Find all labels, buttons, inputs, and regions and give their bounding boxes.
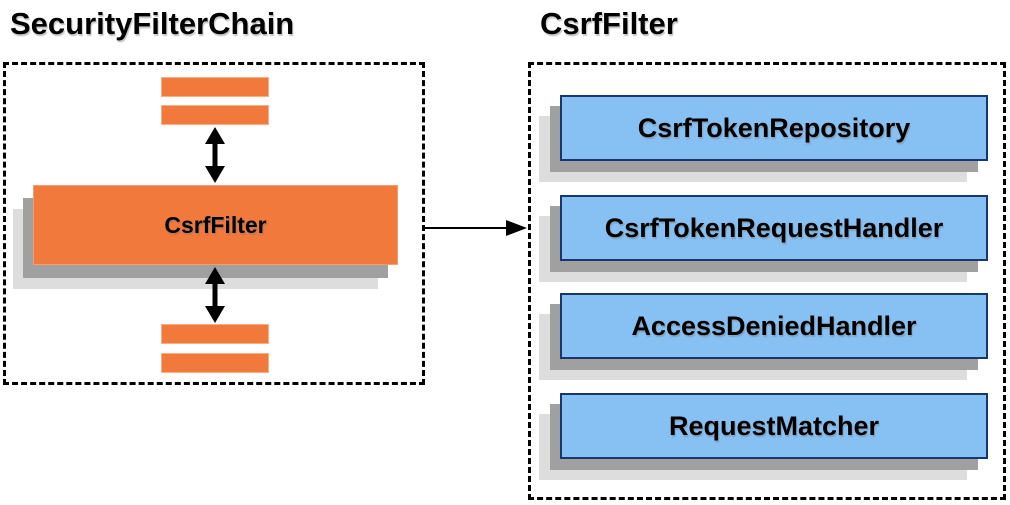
right-arrow-icon <box>425 220 527 236</box>
filter-bar-bottom-1 <box>161 324 269 344</box>
csrf-filter-title: CsrfFilter <box>540 6 678 41</box>
component-box-access-denied-handler: AccessDeniedHandler <box>560 293 988 359</box>
filter-bar-top-2 <box>161 105 269 125</box>
csrf-filter-box: CsrfFilter <box>33 185 398 265</box>
component-box-request-matcher: RequestMatcher <box>560 393 988 459</box>
component-label: CsrfTokenRepository <box>637 112 911 143</box>
csrf-filter-components-container <box>528 62 1006 500</box>
filter-bar-bottom-2 <box>161 353 269 373</box>
component-label: CsrfTokenRequestHandler <box>604 212 944 243</box>
component-box-csrf-token-request-handler: CsrfTokenRequestHandler <box>560 195 988 261</box>
filter-bar-top-1 <box>161 77 269 97</box>
security-filter-chain-container <box>3 62 425 385</box>
csrf-filter-box-label: CsrfFilter <box>164 211 267 238</box>
component-label: AccessDeniedHandler <box>631 310 917 341</box>
component-label: RequestMatcher <box>668 410 880 441</box>
security-filter-chain-title: SecurityFilterChain <box>10 6 295 41</box>
component-box-csrf-token-repository: CsrfTokenRepository <box>560 95 988 161</box>
